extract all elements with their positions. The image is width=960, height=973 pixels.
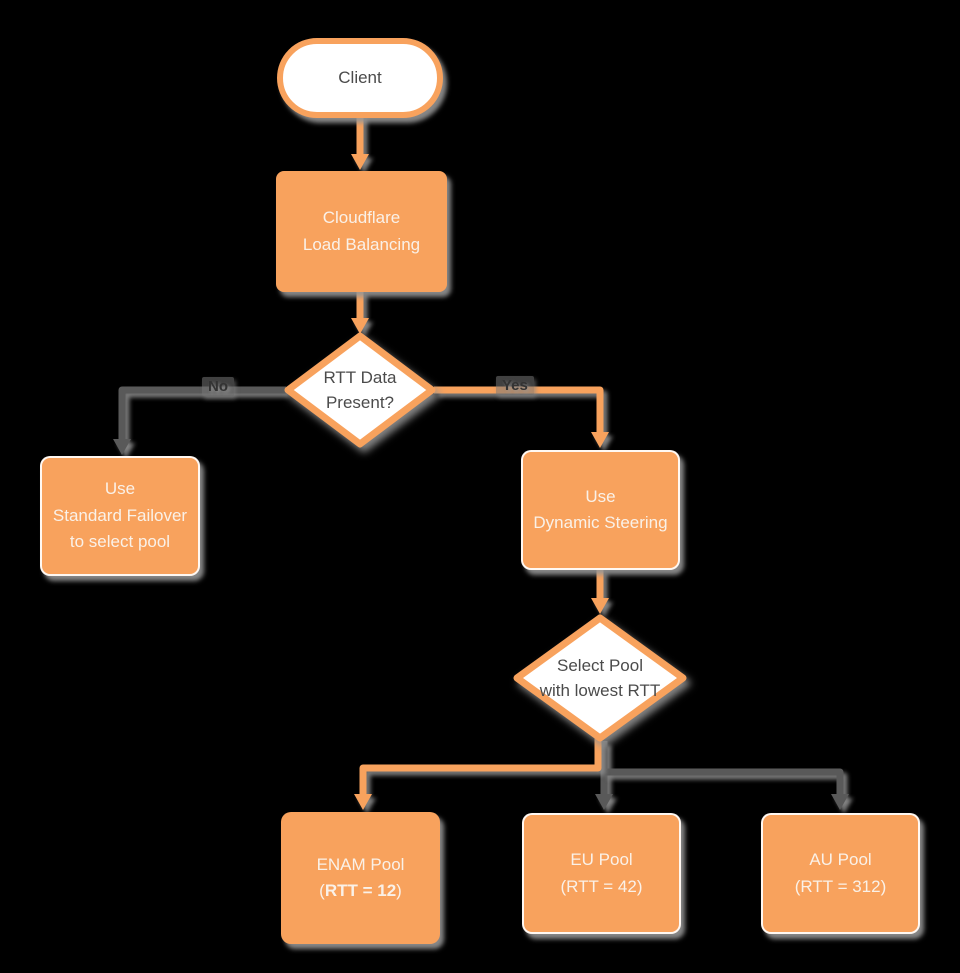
arrow-down-icon <box>354 794 372 810</box>
node-rtt-data-present-decision: RTT Data Present? <box>283 331 437 449</box>
edge-label-no: No <box>202 377 234 396</box>
au-line2: (RTT = 312) <box>794 876 887 896</box>
enam-line1: ENAM Pool <box>316 854 405 874</box>
dynamic-line2: Dynamic Steering <box>533 513 668 532</box>
edge-decision-to-dynamic <box>434 386 604 437</box>
enam-rtt-value: RTT = 12 <box>324 881 397 900</box>
enam-line2: (RTT = 12) <box>319 878 402 904</box>
node-client-label: Client <box>338 68 382 87</box>
node-use-dynamic-steering: Use Dynamic Steering <box>521 450 680 570</box>
select-pool-line1: Select Pool <box>557 655 643 675</box>
node-select-pool-decision: Select Pool with lowest RTT <box>512 613 688 743</box>
au-line1: AU Pool <box>809 850 872 870</box>
edge-decision-to-failover <box>118 386 286 444</box>
diamond-shape <box>513 614 687 742</box>
node-eu-pool: EU Pool (RTT = 42) <box>522 813 681 934</box>
arrow-down-icon <box>351 154 369 170</box>
node-use-standard-failover: Use Standard Failover to select pool <box>40 456 200 576</box>
rtt-decision-line1: RTT Data <box>323 367 397 387</box>
node-cloudflare-line2: Load Balancing <box>302 234 421 254</box>
arrow-down-icon <box>351 318 369 334</box>
failover-line3: to select pool <box>69 532 171 552</box>
rtt-decision-line2: Present? <box>325 393 395 412</box>
eu-line2: (RTT = 42) <box>560 876 643 896</box>
failover-line1: Use <box>104 479 136 499</box>
arrow-down-icon <box>113 439 131 455</box>
edge-selectpool-to-au <box>604 768 844 799</box>
eu-line1: EU Pool <box>570 850 633 870</box>
enam-paren-open: ( <box>319 881 325 900</box>
dynamic-line1: Use <box>585 486 616 506</box>
node-au-pool: AU Pool (RTT = 312) <box>761 813 920 934</box>
diamond-shape <box>284 332 436 448</box>
failover-line2: Standard Failover <box>52 505 188 525</box>
node-rtt-decision-label: RTT Data Present? <box>283 331 437 449</box>
node-cloudflare-line1: Cloudflare <box>322 208 401 228</box>
select-pool-line2: with lowest RTT <box>539 681 661 700</box>
edge-label-yes: Yes <box>496 376 534 395</box>
edge-selectpool-to-enam <box>359 738 602 798</box>
node-client: Client <box>277 38 443 118</box>
node-enam-pool: ENAM Pool (RTT = 12) <box>281 812 440 944</box>
arrow-down-icon <box>595 794 613 810</box>
node-select-pool-label: Select Pool with lowest RTT <box>512 613 688 743</box>
arrow-down-icon <box>591 432 609 448</box>
enam-paren-close: ) <box>396 881 402 900</box>
node-cloudflare-load-balancing: Cloudflare Load Balancing <box>276 171 447 292</box>
arrow-down-icon <box>831 794 849 810</box>
arrow-down-icon <box>591 598 609 614</box>
